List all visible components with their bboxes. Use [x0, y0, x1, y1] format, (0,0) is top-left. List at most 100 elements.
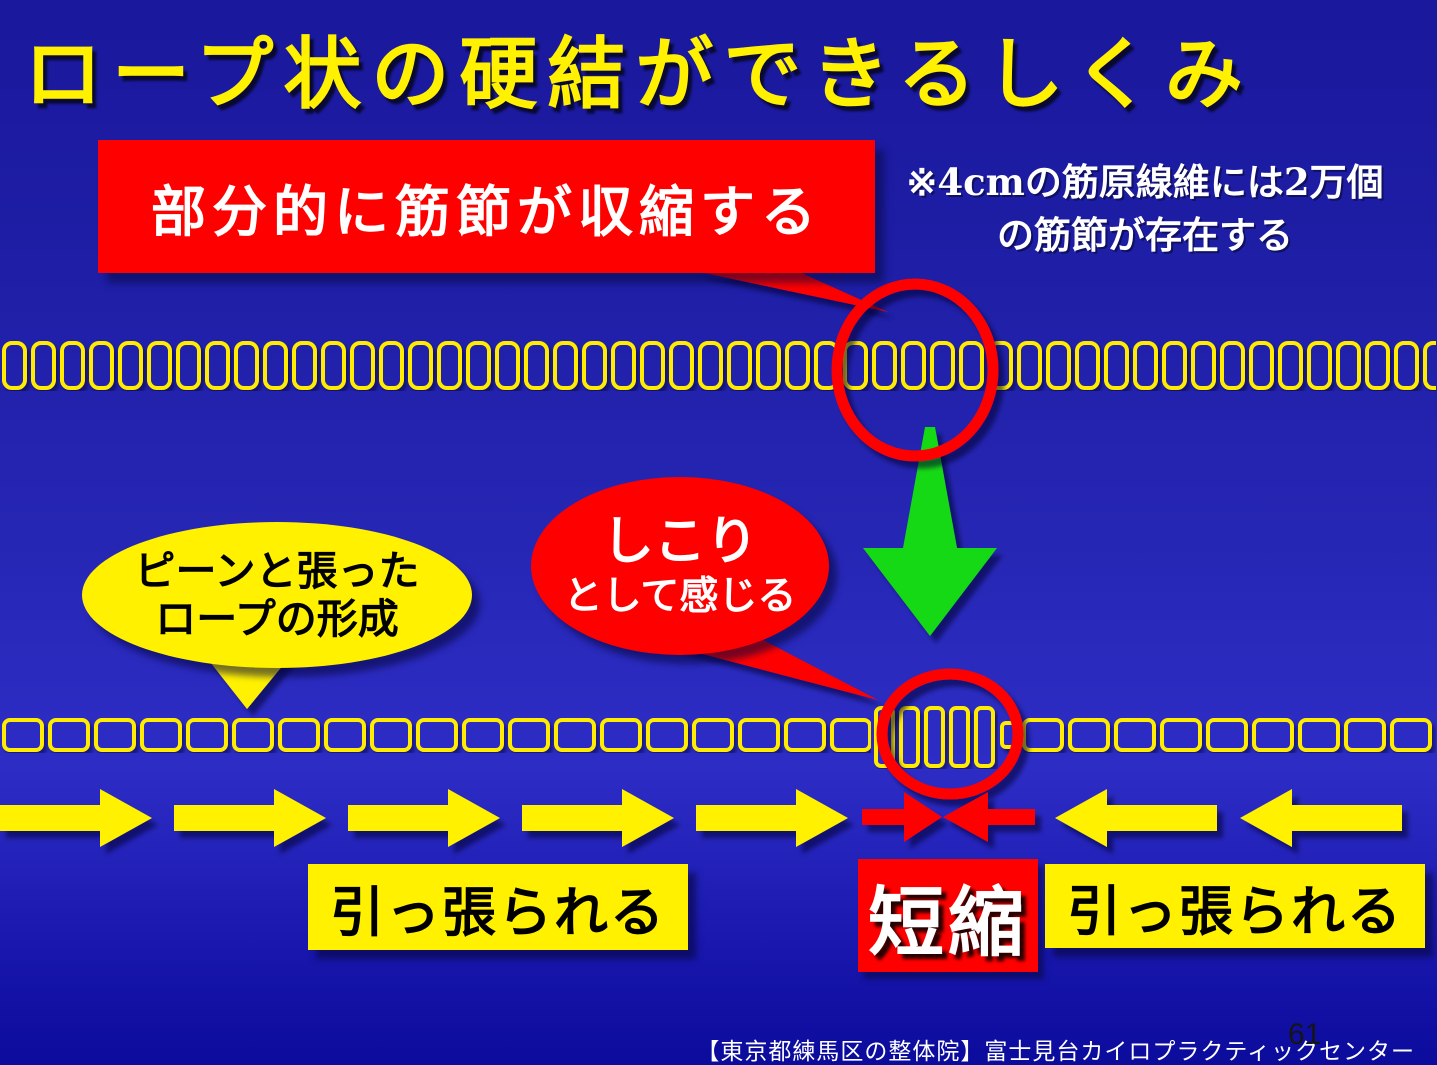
sarcomere-cell [408, 341, 433, 390]
pulled-label-left: 引っ張られる [308, 864, 688, 950]
sarcomere-cell [31, 341, 56, 390]
sarcomere-cell [89, 341, 114, 390]
sarcomere-cell [1390, 718, 1432, 752]
sarcomere-cell [611, 341, 636, 390]
sarcomere-cell [1191, 341, 1216, 390]
contracted-sarcomere-cell [949, 706, 970, 768]
sarcomere-cell [669, 341, 694, 390]
sarcomere-cell [379, 341, 404, 390]
sarcomere-cell [1252, 718, 1294, 752]
sarcomere-cell [462, 718, 504, 752]
sarcomere-cell [263, 341, 288, 390]
sarcomere-cell [278, 718, 320, 752]
sarcomere-cell [727, 341, 752, 390]
contracted-sarcomere-cell [874, 706, 895, 768]
sarcomere-cell [324, 718, 366, 752]
sarcomere-cell [1114, 718, 1156, 752]
page-title: ロープ状の硬結ができるしくみ [24, 30, 1253, 118]
sarcomere-cell [692, 718, 734, 752]
note-line1: ※4cmの筋原線維には2万個 [906, 160, 1384, 204]
sarcomere-cell [830, 718, 871, 752]
rope-bubble-line1: ピーンと張った [134, 547, 420, 594]
sarcomere-cell [1344, 718, 1386, 752]
sarcomere-cell [1365, 341, 1390, 390]
sarcomere-cell [930, 341, 955, 390]
shikori-bubble: しこり として感じる [531, 477, 829, 655]
sarcomere-cell [843, 341, 868, 390]
contracted-sarcomere-cell [924, 706, 945, 768]
sarcomere-cell [756, 341, 781, 390]
sarcomere-cell [646, 718, 688, 752]
sarcomere-cell [554, 718, 596, 752]
sarcomere-cell [600, 718, 642, 752]
sarcomere-chain-bottom-left [2, 718, 871, 753]
sarcomere-cell [232, 718, 274, 752]
sarcomere-cell [1046, 341, 1071, 390]
sarcomere-cell [872, 341, 897, 390]
sarcomere-note: ※4cmの筋原線維には2万個 の筋節が存在する [880, 156, 1410, 261]
sarcomere-cell [140, 718, 182, 752]
page-number: 61 [1288, 1018, 1322, 1051]
sarcomere-cell [370, 718, 412, 752]
shortened-label: 短縮 [858, 859, 1038, 972]
sarcomere-cell [553, 341, 578, 390]
contracted-sarcomere-cell [974, 706, 995, 768]
green-down-arrow-icon [863, 427, 997, 636]
sarcomere-cell [1022, 718, 1064, 752]
sarcomere-cell [1160, 718, 1202, 752]
sarcomere-cell [1220, 341, 1245, 390]
sarcomere-cell [147, 341, 172, 390]
sarcomere-cell [350, 341, 375, 390]
sarcomere-cell [508, 718, 550, 752]
sarcomere-cell [186, 718, 228, 752]
callout-tail [695, 271, 888, 312]
sarcomere-cell [640, 341, 665, 390]
sarcomere-cell [1423, 341, 1436, 390]
sarcomere-cell [1336, 341, 1361, 390]
sarcomere-cell [205, 341, 230, 390]
sarcomere-cell [1068, 718, 1110, 752]
sarcomere-chain-top [2, 341, 1436, 391]
pulled-label-right: 引っ張られる [1045, 864, 1425, 948]
sarcomere-cell [582, 341, 607, 390]
contraction-callout-text: 部分的に筋節が収縮する [150, 180, 822, 243]
sarcomere-cell [1307, 341, 1332, 390]
footer-credit: 【東京都練馬区の整体院】富士見台カイロプラクティックセンター [696, 1038, 1415, 1064]
sarcomere-cell [988, 341, 1013, 390]
yellow-pull-arrows-left [1055, 789, 1402, 847]
contraction-callout: 部分的に筋節が収縮する [98, 140, 875, 273]
sarcomere-cell [1017, 341, 1042, 390]
sarcomere-cell [1298, 718, 1340, 752]
sarcomere-cell [785, 341, 810, 390]
sarcomere-cell [176, 341, 201, 390]
sarcomere-cell [698, 341, 723, 390]
sarcomere-cell [94, 718, 136, 752]
sarcomere-cell [60, 341, 85, 390]
sarcomere-cell-short [1000, 721, 1017, 749]
contracted-sarcomere-cell [899, 706, 920, 768]
sarcomere-cell [48, 718, 90, 752]
sarcomere-cell [2, 341, 27, 390]
sarcomere-cell [118, 341, 143, 390]
sarcomere-chain-bottom-right [1022, 718, 1436, 753]
sarcomere-cell [901, 341, 926, 390]
sarcomere-cell [1278, 341, 1303, 390]
sarcomere-cell [524, 341, 549, 390]
red-converging-arrows-icon [862, 792, 1035, 842]
sarcomere-cell [738, 718, 780, 752]
sarcomere-cell [1394, 341, 1419, 390]
sarcomere-cell [416, 718, 458, 752]
note-line2: の筋節が存在する [997, 212, 1293, 257]
sarcomere-chain-compressed [874, 706, 998, 769]
sarcomere-cell [495, 341, 520, 390]
sarcomere-cell [1104, 341, 1129, 390]
yellow-pull-arrows-right [0, 789, 848, 847]
sarcomere-cell [1162, 341, 1187, 390]
sarcomere-cell [1133, 341, 1158, 390]
sarcomere-cell [814, 341, 839, 390]
shikori-bubble-line2: として感じる [563, 574, 797, 618]
shikori-bubble-line1: しこり [601, 513, 758, 572]
sarcomere-cell [1075, 341, 1100, 390]
sarcomere-cell [2, 718, 44, 752]
